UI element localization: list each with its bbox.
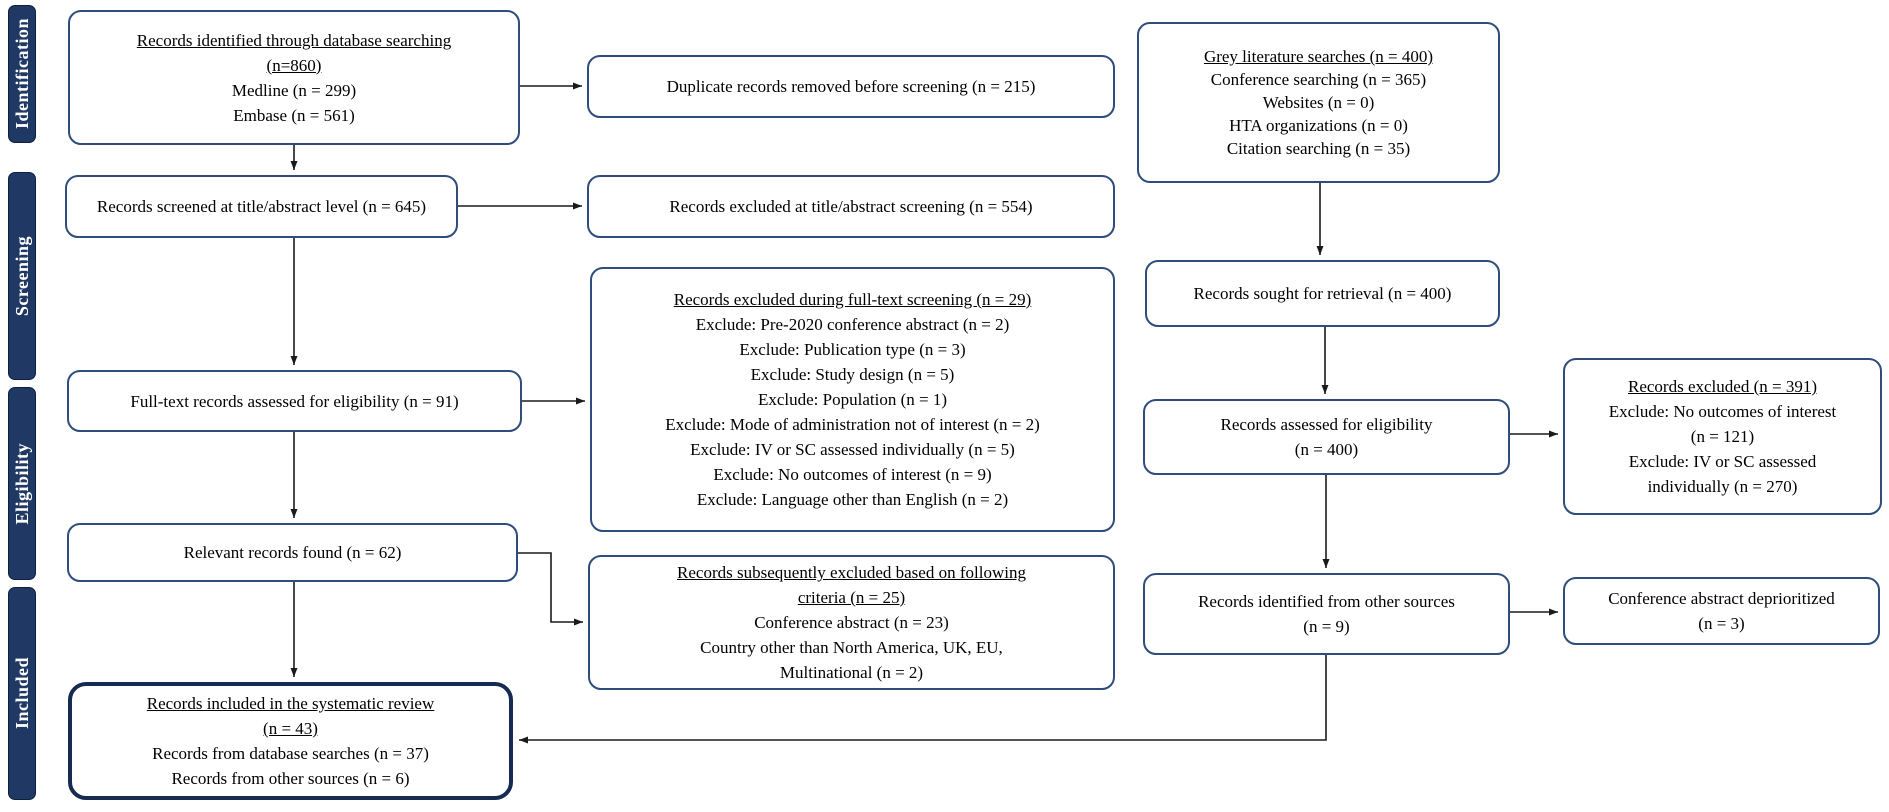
box-text-line: Exclude: No outcomes of interest [1608,402,1837,421]
box-duplicates-removed: Duplicate records removed before screeni… [587,55,1115,118]
box-text-line: Country other than North America, UK, EU… [700,638,1003,657]
box-text-line: Conference abstract deprioritized [1608,589,1835,608]
stage-label-identification: Identification [8,5,36,143]
box-title-line: (n=860) [266,55,322,75]
box-title-line: Records subsequently excluded based on f… [677,563,1026,582]
box-text-line: Exclude: Publication type (n = 3) [739,340,966,359]
box-text-line: Exclude: No outcomes of interest (n = 9) [713,465,992,484]
box-text-line: Duplicate records removed before screeni… [666,77,1036,96]
box-full-text-assessed: Full-text records assessed for eligibili… [67,370,522,432]
box-full-text-excluded: Records excluded during full-text screen… [590,267,1115,532]
box-text-line: Conference searching (n = 365) [1210,70,1427,89]
box-text-line: Conference abstract (n = 23) [754,613,949,632]
box-title-line: (n = 43) [263,719,318,738]
box-text-line: Exclude: IV or SC assessed [1628,452,1817,471]
box-text-line: individually (n = 270) [1647,477,1798,496]
box-title-line: Records identified through database sear… [136,30,452,50]
box-sought-retrieval: Records sought for retrieval (n = 400) [1145,260,1500,327]
box-title-line: Records included in the systematic revie… [146,694,435,713]
box-grey-records-excluded: Records excluded (n = 391) Exclude: No o… [1563,358,1882,515]
box-text-line: Exclude: Mode of administration not of i… [665,415,1040,434]
box-text-line: Records screened at title/abstract level… [96,197,427,216]
box-text-line: Exclude: Language other than English (n … [696,490,1009,509]
box-text-line: HTA organizations (n = 0) [1229,116,1408,135]
box-text-line: Exclude: Pre-2020 conference abstract (n… [695,315,1010,334]
box-text-line: Embase (n = 561) [233,105,355,125]
stage-label-eligibility: Eligibility [8,387,36,580]
stage-text: Eligibility [11,442,32,525]
box-relevant-records-found: Relevant records found (n = 62) [67,523,518,582]
box-other-sources: Records identified from other sources (n… [1143,573,1510,655]
box-text-line: Medline (n = 299) [231,80,357,100]
box-text-line: Records excluded at title/abstract scree… [669,197,1033,216]
box-text-line: Multinational (n = 2) [779,663,924,682]
box-text-line: Records from other sources (n = 6) [171,769,410,788]
box-text-line: Records assessed for eligibility [1220,415,1433,434]
box-text-line: (n = 9) [1303,617,1350,636]
box-title-line: Records excluded during full-text screen… [673,290,1032,309]
stage-text: Identification [11,18,32,130]
box-title-abstract-excluded: Records excluded at title/abstract scree… [587,175,1115,238]
box-title-abstract-screened: Records screened at title/abstract level… [65,175,458,238]
box-grey-literature: Grey literature searches (n = 400) Confe… [1137,22,1500,183]
box-text-line: Exclude: Population (n = 1) [757,390,947,409]
box-title-line: Grey literature searches (n = 400) [1203,47,1434,66]
stage-label-included: Included [8,587,36,800]
flow-arrow-elbow [518,552,583,626]
box-text-line: Exclude: Study design (n = 5) [750,365,955,384]
box-text-line: (n = 121) [1690,427,1755,446]
box-text-line: Websites (n = 0) [1262,93,1375,112]
box-included-in-review: Records included in the systematic revie… [68,682,513,800]
box-subsequently-excluded: Records subsequently excluded based on f… [588,555,1115,690]
box-text-line: Records sought for retrieval (n = 400) [1193,284,1452,303]
box-text-line: Records from database searches (n = 37) [152,744,429,763]
box-text-line: Records identified from other sources [1198,592,1455,611]
box-database-search: Records identified through database sear… [68,10,520,145]
box-conference-deprioritized: Conference abstract deprioritized (n = 3… [1563,577,1880,645]
box-text-line: (n = 3) [1698,614,1745,633]
stage-text: Screening [11,235,32,317]
flow-arrow-elbow [519,655,1327,744]
box-text-line: Exclude: IV or SC assessed individually … [690,440,1015,459]
box-text-line: Citation searching (n = 35) [1226,139,1411,158]
box-text-line: Full-text records assessed for eligibili… [130,391,459,411]
box-title-line: Records excluded (n = 391) [1628,377,1817,396]
box-title-line: criteria (n = 25) [797,588,906,607]
box-assessed-eligibility: Records assessed for eligibility (n = 40… [1143,399,1510,475]
stage-label-screening: Screening [8,172,36,380]
box-text-line: Relevant records found (n = 62) [183,543,402,562]
box-text-line: (n = 400) [1294,440,1359,459]
stage-text: Included [11,657,32,730]
